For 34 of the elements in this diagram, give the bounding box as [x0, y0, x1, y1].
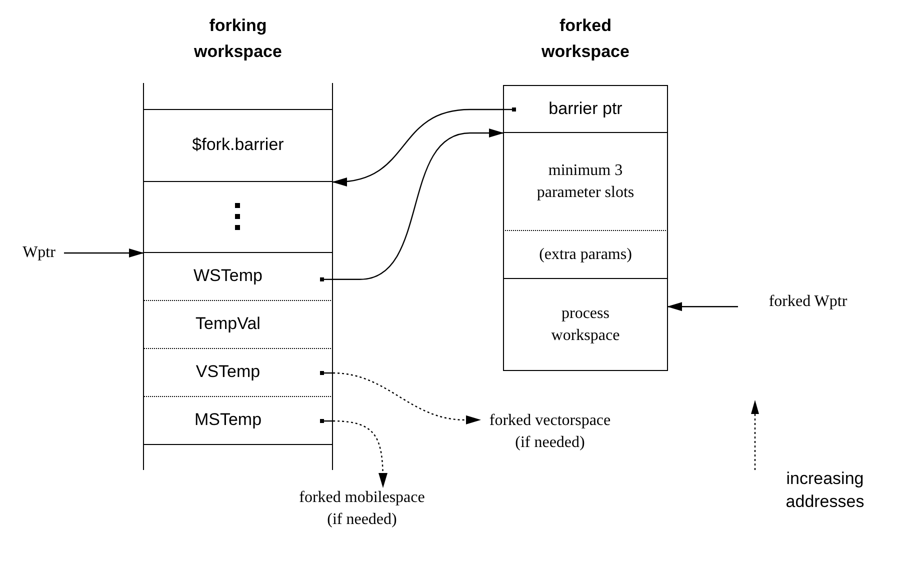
slot-label: minimum 3 parameter slots: [536, 160, 636, 202]
stack-heading: forking workspace: [193, 15, 283, 63]
slot-label: $fork.barrier: [192, 134, 284, 156]
memory-slot: [503, 133, 668, 231]
memory-slot: [143, 397, 333, 445]
empty-slot: [143, 182, 333, 253]
pointer-label: forked Wptr: [738, 291, 878, 313]
slot-label: (extra params): [539, 244, 632, 265]
pointer-label: forked vectorspace (if needed): [480, 410, 620, 454]
stack-heading: forked workspace: [540, 15, 630, 63]
memory-slot: [143, 349, 333, 397]
pointer-label: forked mobilespace (if needed): [292, 487, 432, 530]
slot-label: WSTemp: [194, 265, 262, 288]
slot-label: process workspace: [550, 304, 621, 346]
arrow: [319, 128, 504, 282]
slot-label: MSTemp: [194, 409, 262, 432]
note-label: increasing addresses: [784, 468, 866, 513]
memory-slot: [503, 231, 668, 279]
arrow: [319, 370, 481, 424]
pointer-label: Wptr: [14, 242, 64, 264]
arrow: [64, 248, 144, 258]
memory-slot: [143, 301, 333, 349]
slot-label: VSTemp: [196, 361, 260, 384]
slot-label: barrier ptr: [548, 98, 622, 120]
memory-slot: [143, 253, 333, 301]
arrow: [332, 106, 517, 186]
memory-slot: [503, 86, 668, 133]
memory-slot: [503, 279, 668, 371]
empty-slot: [143, 445, 333, 470]
slot-label: TempVal: [196, 313, 260, 336]
arrow: [319, 418, 388, 488]
empty-slot: [143, 83, 333, 110]
memory-slot: [143, 110, 333, 182]
arrow: [667, 302, 738, 312]
